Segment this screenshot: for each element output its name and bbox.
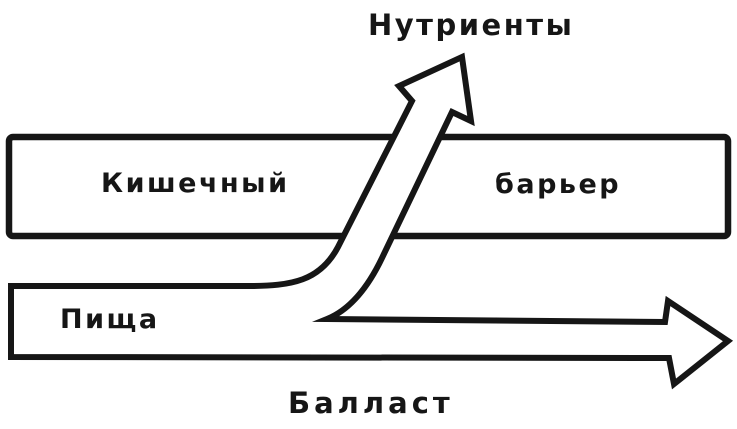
label-barrier-word-right: барьер	[495, 169, 622, 200]
label-food: Пища	[60, 304, 160, 335]
food-split-arrow	[8, 52, 734, 390]
label-nutrients: Нутриенты	[368, 8, 575, 42]
label-ballast: Балласт	[288, 386, 454, 420]
label-barrier-word-left: Кишечный	[101, 168, 290, 199]
